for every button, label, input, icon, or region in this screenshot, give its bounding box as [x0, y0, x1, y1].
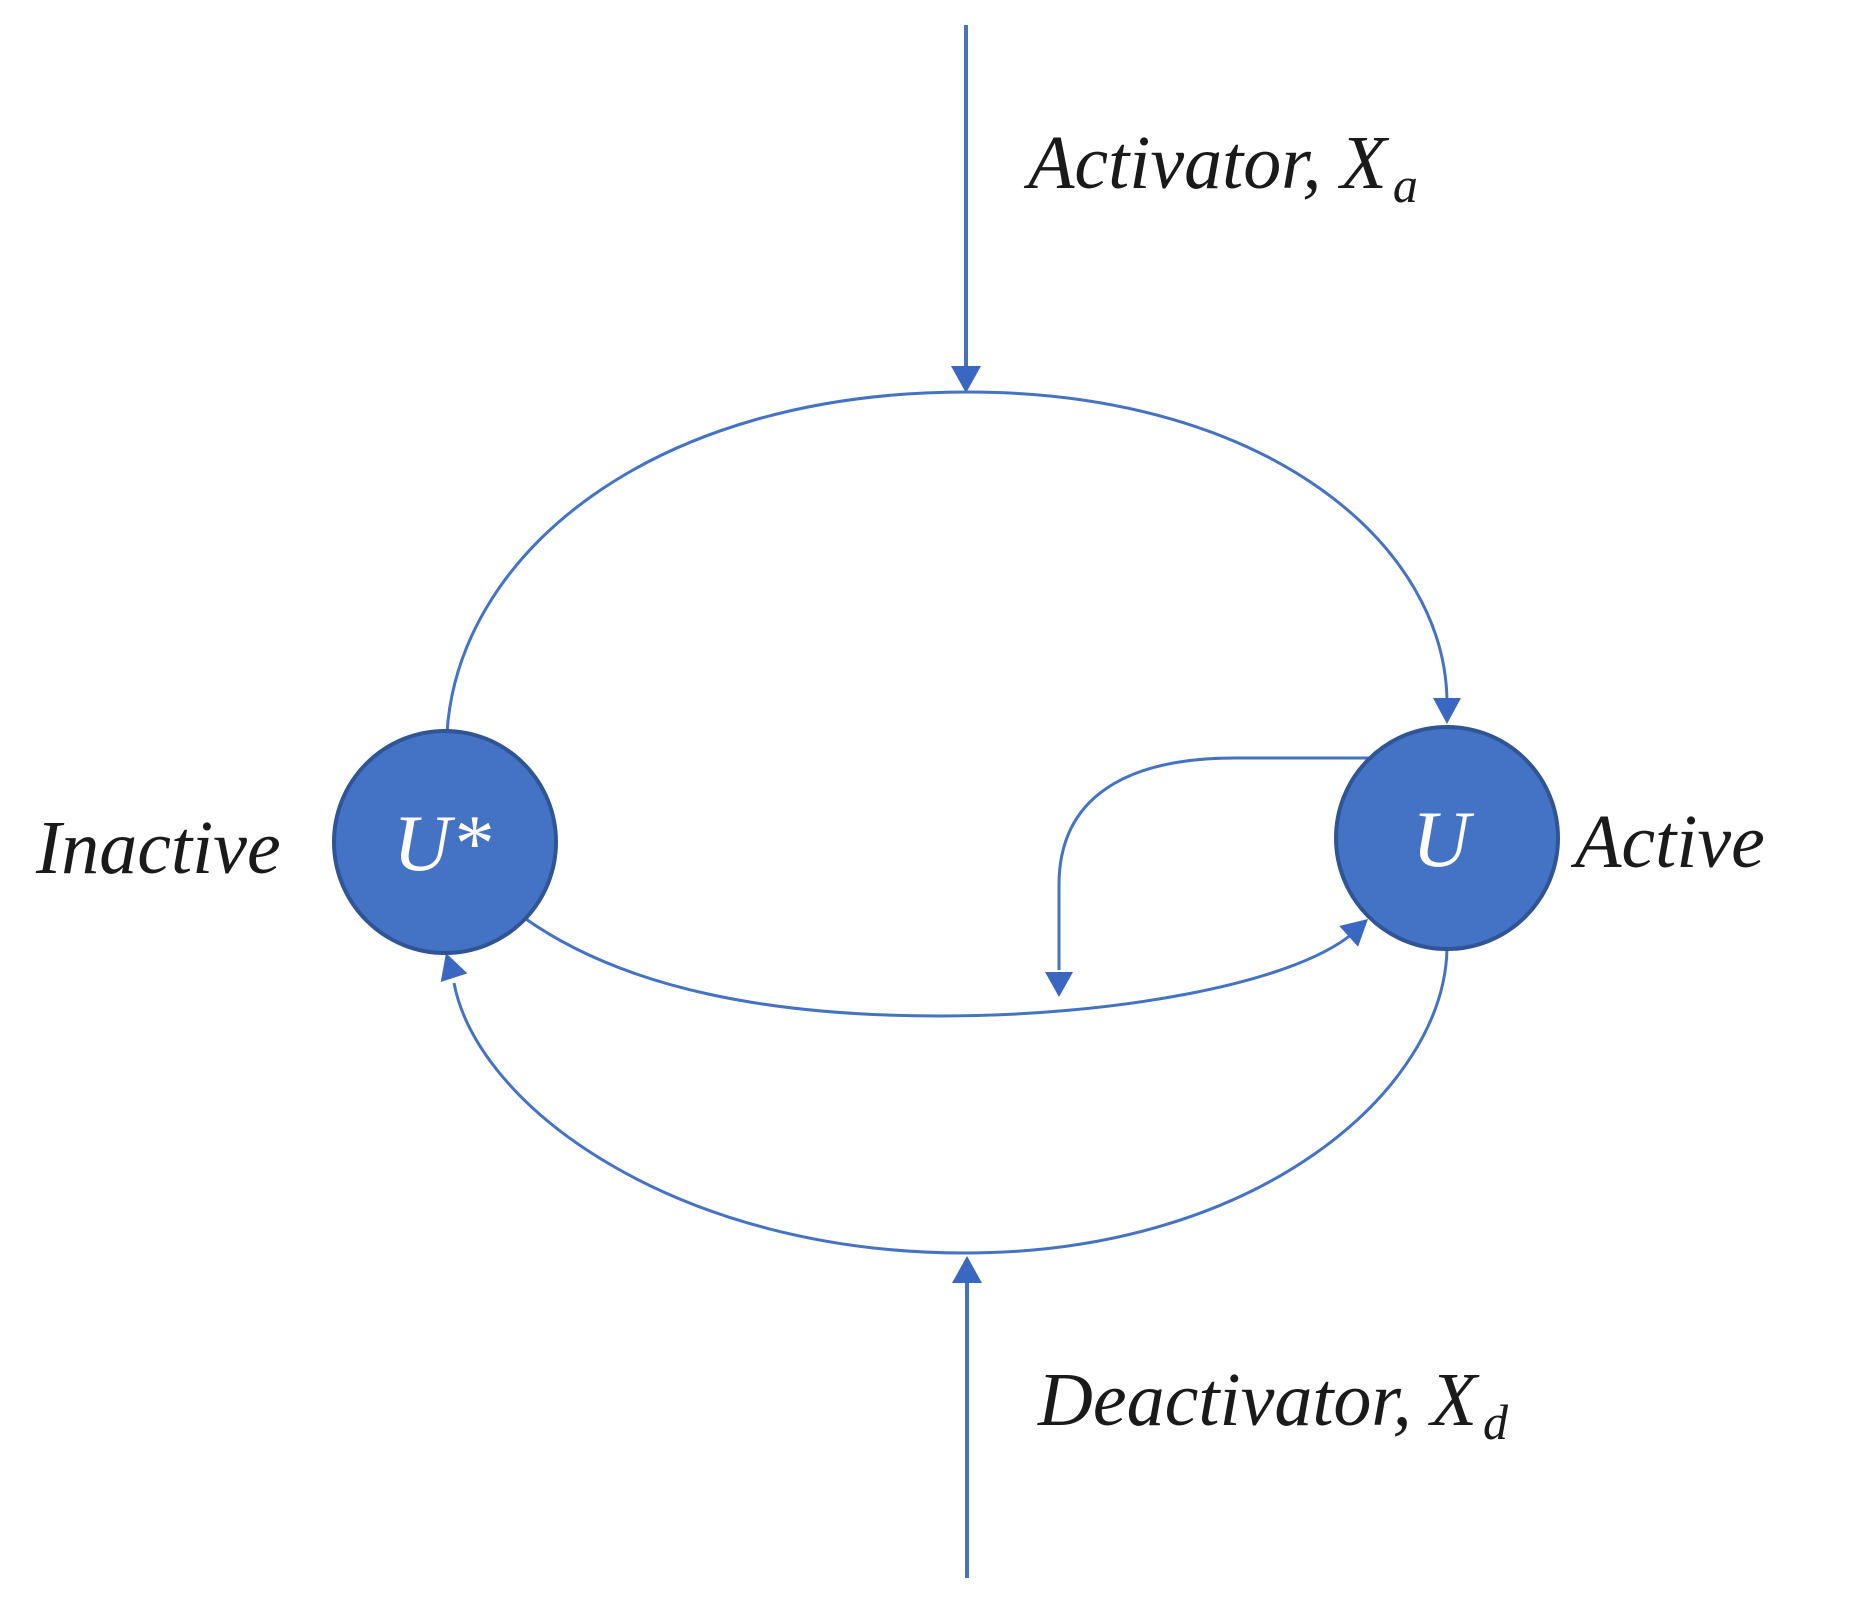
- deactivator-arrowhead-icon: [952, 1256, 982, 1283]
- node-inactive-symbol: U*: [393, 800, 491, 888]
- feedback-reaction-arrowhead-icon: [1339, 919, 1368, 947]
- activator-arrowhead-icon: [951, 366, 981, 393]
- activator-label-subscript: a: [1393, 157, 1418, 213]
- feedback-elbow-arrow: [1057, 756, 1371, 970]
- feedback-reaction-curve: [522, 915, 1353, 1018]
- active-state-label: Active: [1570, 800, 1765, 884]
- deactivation-arc-arrowhead-icon: [440, 953, 468, 983]
- activator-label: Activator, X a: [1023, 121, 1418, 213]
- activation-arc-arrowhead-icon: [1433, 698, 1461, 724]
- activation-arc: [445, 390, 1449, 734]
- node-active-state: [1334, 725, 1560, 951]
- inactive-state-label: Inactive: [35, 806, 281, 890]
- node-inactive-state: [332, 729, 558, 955]
- deactivator-label: Deactivator, X d: [1037, 1358, 1509, 1450]
- deactivation-arc: [452, 948, 1449, 1255]
- activator-label-main: Activator, X: [1023, 121, 1389, 205]
- feedback-elbow-arrowhead-icon: [1045, 972, 1073, 997]
- node-active-symbol: U: [1412, 796, 1475, 884]
- deactivator-label-main: Deactivator, X: [1037, 1358, 1480, 1442]
- deactivator-label-subscript: d: [1483, 1394, 1509, 1450]
